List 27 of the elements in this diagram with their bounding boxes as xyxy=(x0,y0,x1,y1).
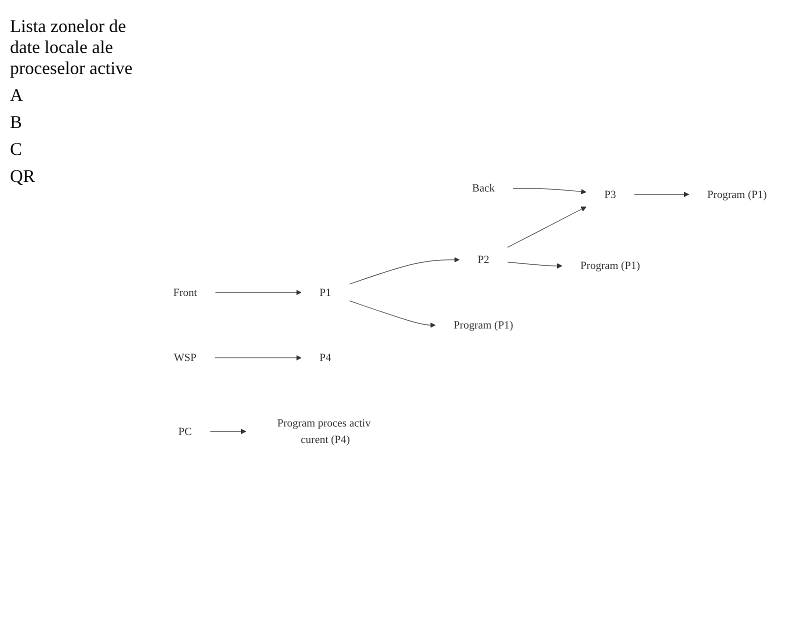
node-text: P2 xyxy=(478,252,490,266)
node-text: Program proces activ curent (P4) xyxy=(277,416,371,446)
text-label: C xyxy=(10,139,24,160)
text-label: QR xyxy=(10,166,36,187)
arrow xyxy=(349,256,460,284)
node-text: Back xyxy=(472,181,495,194)
arrow xyxy=(512,188,586,194)
arrow xyxy=(349,300,436,328)
node-text: PC xyxy=(178,424,192,437)
node-text: Program (P1) xyxy=(707,187,767,200)
node-text: Program (P1) xyxy=(580,258,640,272)
arrow xyxy=(214,354,302,360)
node-text: P4 xyxy=(320,350,332,364)
text-label: A xyxy=(10,85,24,106)
node-text: Program (P1) xyxy=(454,318,514,330)
text-label: B xyxy=(10,112,24,133)
arrow xyxy=(507,206,586,248)
arrow xyxy=(634,191,690,197)
node-text: Front xyxy=(173,286,198,298)
node-text: P1 xyxy=(320,286,332,298)
arrow xyxy=(215,289,302,295)
arrow xyxy=(507,261,562,268)
node-text: P3 xyxy=(604,187,616,200)
text-label: Lista zonelor de date locale ale proceselor active xyxy=(10,16,134,79)
diagram: Front Back WSP PC P1 P2 P3 P4 Program (P1) Program (P1) Program (P1) Program proces activ curent (P4) xyxy=(150,166,790,462)
arrow xyxy=(210,428,246,434)
node-text: WSP xyxy=(174,350,196,364)
